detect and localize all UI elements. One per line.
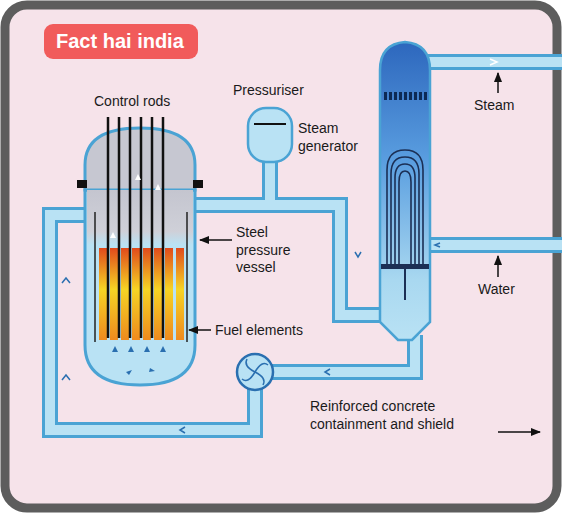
part-label: Steel pressure vessel: [236, 224, 310, 277]
part-label: Water: [478, 281, 515, 299]
part-label: Steam generator: [298, 120, 372, 155]
part-label: Pressuriser: [233, 82, 304, 100]
part-label: Control rods: [94, 93, 170, 111]
watermark-badge: Fact hai india: [44, 24, 198, 59]
watermark-text: Fact hai india: [56, 29, 186, 54]
part-label: Steam: [474, 97, 514, 115]
part-label: Reinforced concrete containment and shie…: [310, 398, 496, 433]
part-label: Fuel elements: [215, 322, 303, 340]
